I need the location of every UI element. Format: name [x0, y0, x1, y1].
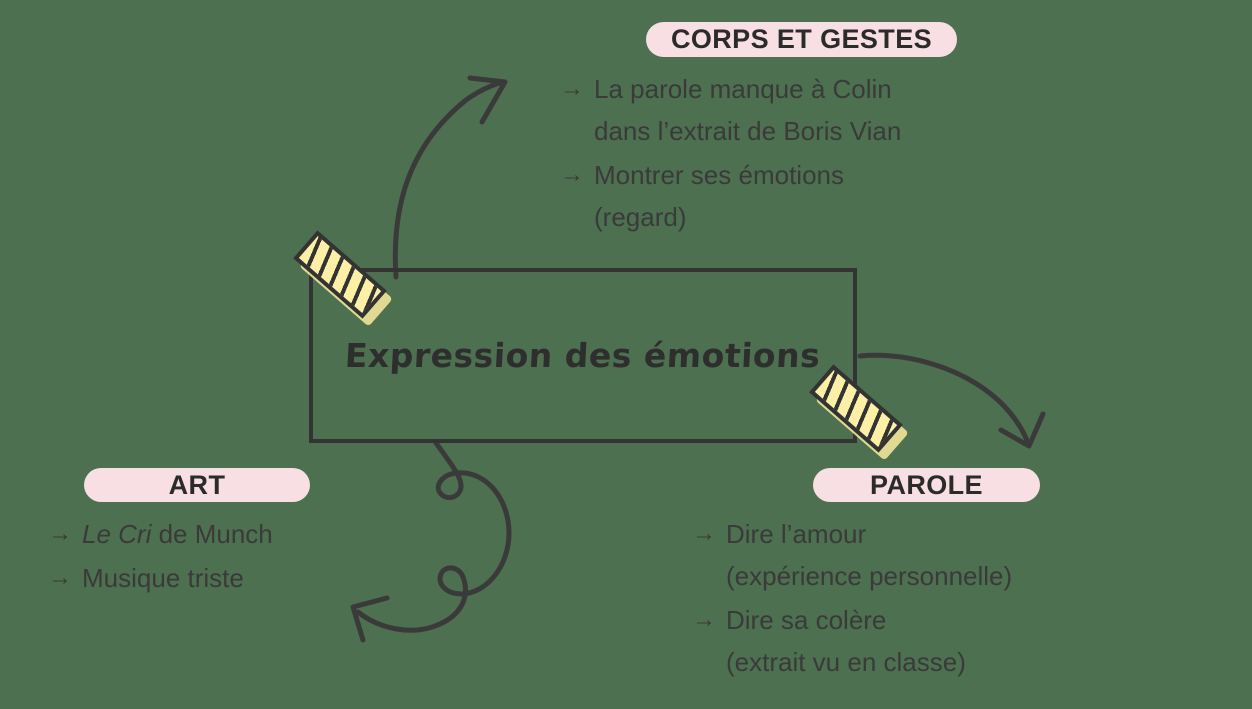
list-item-text: Montrer ses émotions (regard): [594, 160, 844, 232]
arrow-bullet-icon: →: [692, 606, 716, 633]
arrow-bullet-icon: →: [48, 520, 72, 547]
list-item: → Dire l’amour (expérience personnelle): [692, 513, 1132, 597]
list-item-text: Musique triste: [82, 563, 244, 593]
list-item-text: Dire sa colère (extrait vu en classe): [726, 605, 966, 677]
arrow-bullet-icon: →: [560, 75, 584, 102]
list-item-text: Dire l’amour (expérience personnelle): [726, 519, 1013, 591]
branch-label-text: ART: [168, 469, 226, 500]
branch-items-art: → Le Cri de Munch → Musique triste: [48, 513, 408, 601]
central-concept-box: Expression des émotions: [309, 268, 857, 443]
list-item-text: La parole manque à Colin dans l’extrait …: [594, 74, 902, 146]
list-item: → Le Cri de Munch: [48, 513, 408, 555]
branch-label-text: PAROLE: [870, 469, 983, 500]
arrow-to-corps-et-gestes: [392, 75, 508, 280]
branch-label-art: ART: [84, 468, 310, 502]
branch-items-corps-et-gestes: → La parole manque à Colin dans l’extrai…: [560, 68, 1080, 240]
central-concept-title: Expression des émotions: [343, 336, 822, 375]
list-item: → Montrer ses émotions (regard): [560, 154, 1080, 238]
branch-items-parole: → Dire l’amour (expérience personnelle) …: [692, 513, 1132, 685]
arrow-bullet-icon: →: [48, 564, 72, 591]
artwork-title: Le Cri: [82, 519, 152, 549]
list-item: → Musique triste: [48, 557, 408, 599]
branch-label-corps-et-gestes: CORPS ET GESTES: [646, 22, 957, 57]
list-item-text: Le Cri de Munch: [82, 519, 273, 549]
list-item: → Dire sa colère (extrait vu en classe): [692, 599, 1132, 683]
branch-label-text: CORPS ET GESTES: [670, 24, 933, 54]
arrow-bullet-icon: →: [560, 161, 584, 188]
list-item: → La parole manque à Colin dans l’extrai…: [560, 68, 1080, 152]
branch-label-parole: PAROLE: [813, 468, 1040, 502]
arrow-bullet-icon: →: [692, 520, 716, 547]
